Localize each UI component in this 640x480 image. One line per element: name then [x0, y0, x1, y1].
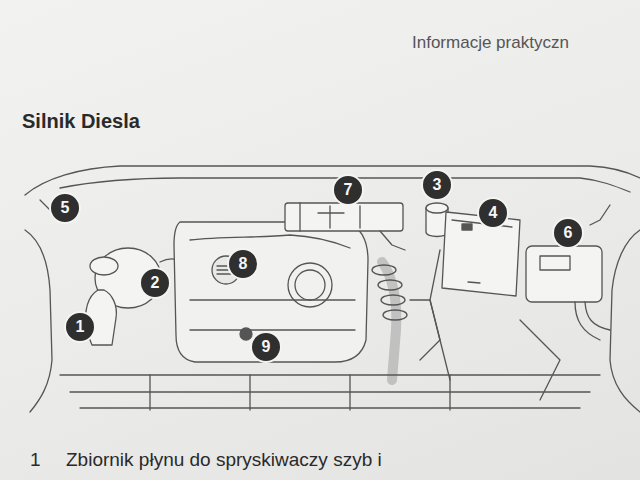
callout-number: 4: [489, 205, 498, 221]
callout-number: 6: [564, 225, 573, 241]
callout-circle: 8: [227, 248, 259, 280]
callout-number: 9: [262, 339, 271, 355]
pipe: [430, 250, 450, 380]
callout-number: 8: [239, 256, 248, 272]
hose-ring: [372, 265, 396, 275]
strut-right: [590, 205, 610, 225]
fuse-box-detail: [300, 203, 360, 231]
hose-ring: [378, 280, 402, 290]
fuse-cable: [380, 231, 405, 250]
ecu-box: [526, 246, 602, 302]
pipe: [410, 300, 440, 360]
list-text-box: Zbiornik płynu do spryskiwaczy szyb i: [66, 449, 382, 471]
callout-circle: 9: [250, 331, 282, 363]
list-number-box: 1: [30, 449, 41, 471]
callout-circle: 7: [332, 174, 364, 206]
coolant-cap: [90, 257, 118, 275]
left-fender: [25, 230, 52, 412]
callout-number: 3: [433, 177, 442, 193]
list-number: 1: [30, 449, 41, 471]
ecu-cable: [575, 302, 610, 340]
ecu-connector: [540, 256, 570, 270]
callout-circle: 4: [477, 197, 509, 229]
cover-emblem: [288, 263, 332, 307]
callout-circle: 5: [49, 192, 81, 224]
hose-ring: [381, 295, 405, 305]
callout-circle: 3: [421, 169, 453, 201]
reservoir-cap: [426, 203, 448, 213]
title-box: Silnik Diesla: [22, 110, 140, 133]
battery-terminal: [462, 224, 472, 230]
cover-ridge: [190, 235, 350, 248]
callout-number: 2: [151, 275, 160, 291]
fuse-box: [285, 203, 403, 231]
pipe: [520, 320, 560, 400]
callout-circle: 1: [64, 311, 96, 343]
page-header-box: Informacje praktyczn: [412, 33, 569, 53]
engine-cover: [174, 222, 368, 362]
callout-circle: 6: [552, 217, 584, 249]
right-fender: [610, 230, 640, 412]
dipstick: [240, 328, 252, 340]
page-title: Silnik Diesla: [22, 110, 140, 133]
radiator-posts: [150, 375, 450, 410]
list-text: Zbiornik płynu do spryskiwaczy szyb i: [66, 449, 382, 471]
callout-number: 1: [76, 319, 85, 335]
engine-bay-lines: [25, 166, 640, 412]
callout-number: 7: [344, 182, 353, 198]
hose-ring: [383, 310, 407, 320]
battery-detail: [452, 220, 512, 283]
callout-number: 5: [61, 200, 70, 216]
radiator-lines: [60, 375, 600, 408]
cover-ribs: [190, 300, 355, 330]
callout-circle: 2: [139, 267, 171, 299]
cover-emblem-inner: [295, 270, 325, 300]
page-header: Informacje praktyczn: [412, 33, 569, 53]
